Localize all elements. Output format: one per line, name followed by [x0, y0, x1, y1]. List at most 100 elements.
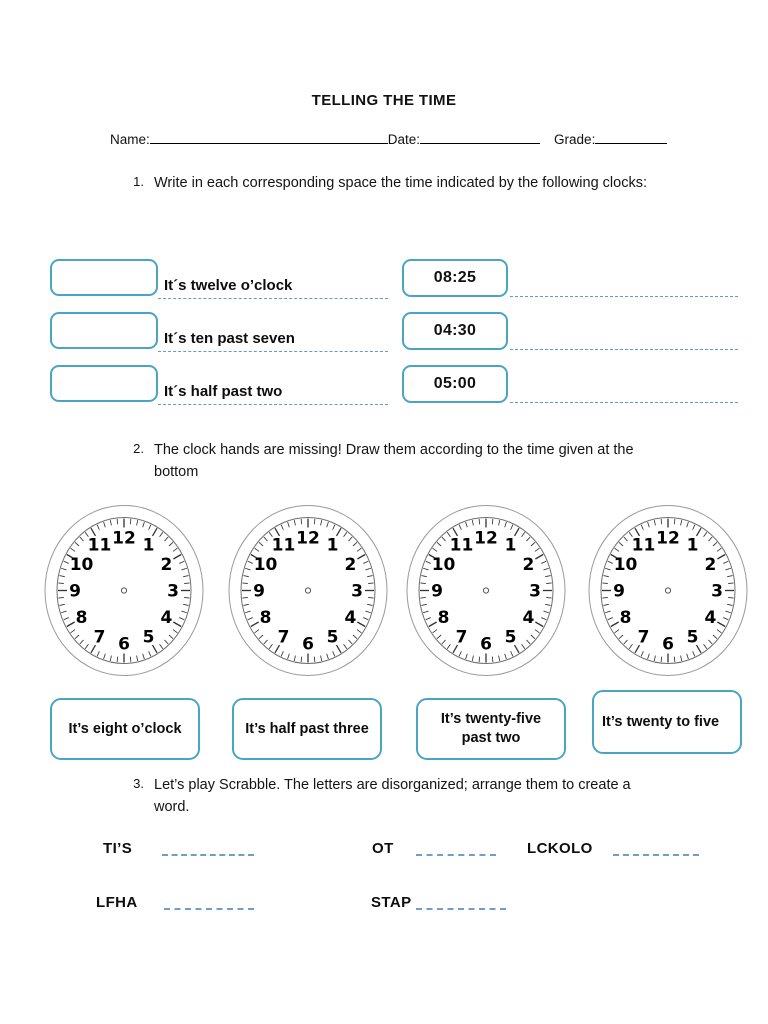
clock-numeral: 8: [620, 608, 632, 628]
clock-numeral: 5: [327, 627, 339, 647]
clock-numeral: 1: [143, 536, 155, 556]
scrabble-item: LFHA: [96, 894, 254, 911]
digital-time-box: 04:30: [402, 312, 508, 350]
clock-time-label-text: It’s twenty to five: [602, 713, 720, 730]
scrabble-answer-line[interactable]: [162, 853, 255, 856]
name-label: Name:: [110, 132, 150, 147]
clock-numeral: 2: [345, 555, 357, 575]
clock-numeral: 2: [523, 555, 535, 575]
phrase-cell: It´s ten past seven: [158, 312, 388, 352]
clock-tick-marks: [242, 518, 374, 663]
clock-numeral: 7: [278, 627, 290, 647]
date-input-line[interactable]: [420, 131, 541, 144]
scrabble-item: STAP: [371, 894, 506, 911]
clock-center-pin: [664, 587, 672, 594]
answer-box[interactable]: [50, 259, 158, 296]
exercise-3-instruction: 3. Let’s play Scrabble. The letters are …: [122, 774, 667, 819]
phrase-write-line[interactable]: [158, 351, 388, 352]
phrase-cell: It´s twelve o’clock: [158, 259, 388, 299]
clock-numeral: 4: [523, 608, 535, 628]
clock-numeral: 1: [505, 536, 517, 556]
time-write-line[interactable]: [510, 402, 738, 403]
clock-numeral: 1: [327, 536, 339, 556]
answer-box[interactable]: [50, 365, 158, 402]
clock-time-label-text: It’s twenty-five past two: [440, 711, 542, 746]
scrabble-answer-line[interactable]: [415, 907, 506, 910]
clock-numeral: 11: [272, 536, 296, 556]
clock-numeral: 6: [118, 635, 130, 655]
clock-time-label-box: It’s twenty-five past two: [416, 698, 566, 760]
clock-tick-marks: [602, 518, 734, 663]
phrase-text: It´s half past two: [164, 383, 283, 400]
clock-numeral: 9: [431, 582, 443, 602]
answer-box[interactable]: [50, 312, 158, 349]
phrase-write-line[interactable]: [158, 404, 388, 405]
scrabble-item: LCKOLO: [527, 840, 699, 857]
time-write-line[interactable]: [510, 349, 738, 350]
clock-numeral: 12: [296, 529, 320, 549]
clock-numeral: 1: [687, 536, 699, 556]
scrambled-word: STAP: [371, 894, 412, 911]
clock-numeral: 6: [662, 635, 674, 655]
scrambled-word: OT: [372, 840, 394, 857]
clock-numeral: 9: [613, 582, 625, 602]
exercise-3-text: Let’s play Scrabble. The letters are dis…: [154, 777, 631, 816]
exercise-1-number: 1.: [133, 174, 144, 189]
clock-numeral: 8: [438, 608, 450, 628]
clock-center-pin: [120, 587, 128, 594]
clock-numeral: 6: [302, 635, 314, 655]
clock-numeral: 3: [167, 582, 179, 602]
clock-numeral: 2: [705, 555, 717, 575]
clock-numeral: 3: [711, 582, 723, 602]
clock-numeral: 12: [112, 529, 136, 549]
clock-numeral: 10: [254, 555, 278, 575]
clock-numeral: 8: [76, 608, 88, 628]
clock-center-pin: [482, 587, 490, 594]
phrase-write-line[interactable]: [158, 298, 388, 299]
scrabble-answer-line[interactable]: [415, 853, 496, 856]
date-label: Date:: [387, 132, 421, 147]
clock-numeral: 4: [705, 608, 717, 628]
scrabble-answer-line[interactable]: [612, 853, 699, 856]
clock-time-label-text: It’s half past three: [245, 720, 369, 737]
clock-numeral: 11: [88, 536, 112, 556]
clock-numeral: 9: [253, 582, 265, 602]
scrambled-word: LCKOLO: [527, 840, 593, 857]
clock-numeral: 5: [143, 627, 155, 647]
clock-numeral: 7: [94, 627, 106, 647]
time-write-line[interactable]: [510, 296, 738, 297]
clock-numeral: 8: [260, 608, 272, 628]
name-input-line[interactable]: [149, 131, 388, 144]
clock-numeral: 7: [456, 627, 468, 647]
scrabble-item: OT: [372, 840, 496, 857]
clock-numeral: 11: [632, 536, 656, 556]
clock-numeral: 3: [351, 582, 363, 602]
phrase-text: It´s ten past seven: [164, 330, 295, 347]
clock-numeral: 10: [614, 555, 638, 575]
clock-numeral: 7: [638, 627, 650, 647]
clock-numeral: 9: [69, 582, 81, 602]
clock-numeral: 12: [656, 529, 680, 549]
exercise-1-text: Write in each corresponding space the ti…: [154, 175, 647, 191]
clock-numeral: 3: [529, 582, 541, 602]
page-title: TELLING THE TIME: [311, 92, 457, 109]
matching-exercise: It´s twelve o’clock 08:25 It´s ten past …: [0, 256, 768, 415]
scrabble-answer-line[interactable]: [163, 907, 254, 910]
matching-row: It´s ten past seven 04:30: [0, 309, 768, 362]
clock-numeral: 4: [345, 608, 357, 628]
grade-input-line[interactable]: [595, 131, 668, 144]
clock-time-label-box: It’s half past three: [232, 698, 382, 760]
exercise-1-instruction: 1. Write in each corresponding space the…: [122, 172, 662, 194]
clock-numeral: 5: [505, 627, 517, 647]
